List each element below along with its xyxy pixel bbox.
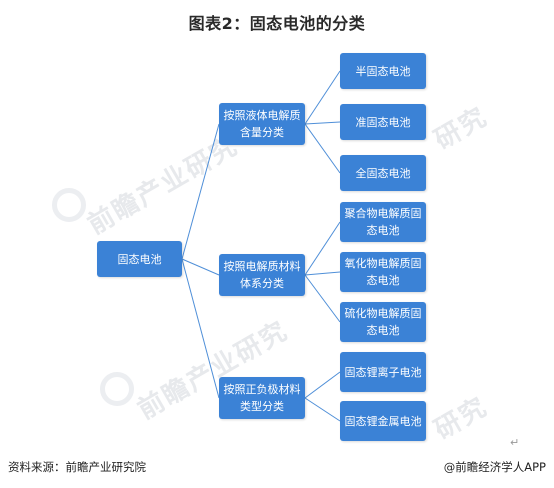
leaf-node-label: 聚合物电解质固态电池	[344, 207, 422, 237]
connector-line	[304, 121, 341, 125]
leaf-node: 半固态电池	[340, 53, 426, 89]
paragraph-mark-icon: ↵	[510, 436, 520, 449]
connector-line	[304, 371, 341, 399]
connector-line	[304, 70, 341, 125]
connector-line	[304, 271, 341, 276]
root-node: 固态电池	[97, 241, 182, 277]
source-note: 资料来源：前瞻产业研究院	[8, 460, 146, 474]
leaf-node: 固态锂离子电池	[340, 352, 426, 392]
leaf-node-label: 固态锂金属电池	[344, 414, 422, 428]
connector-line	[304, 397, 341, 422]
branch-node-label: 按照正负极材料类型分类	[223, 383, 301, 413]
leaf-node-label: 准固态电池	[355, 115, 411, 129]
leaf-node: 硫化物电解质固态电池	[340, 302, 426, 342]
connector-line	[304, 123, 341, 174]
branch-node-label: 按照液体电解质含量分类	[223, 109, 301, 139]
connector-line	[181, 258, 220, 276]
leaf-node: 氧化物电解质固态电池	[340, 252, 426, 292]
connector-line	[181, 258, 220, 399]
leaf-node: 准固态电池	[340, 104, 426, 140]
branch-node-electrolyte-material: 按照电解质材料体系分类	[219, 254, 305, 296]
connector-line	[304, 274, 341, 323]
brand-credit: @前瞻经济学人APP	[443, 460, 546, 474]
leaf-node-label: 半固态电池	[355, 64, 411, 78]
diagram-title: 图表2：固态电池的分类	[188, 14, 366, 33]
branch-node-liquid-content: 按照液体电解质含量分类	[219, 103, 305, 145]
leaf-node-label: 氧化物电解质固态电池	[344, 257, 422, 287]
leaf-node: 固态锂金属电池	[340, 401, 426, 441]
watermark-logo-icon	[52, 188, 86, 222]
connector-line	[181, 123, 220, 260]
leaf-node: 聚合物电解质固态电池	[340, 202, 426, 242]
branch-node-electrode-material: 按照正负极材料类型分类	[219, 377, 305, 419]
leaf-node: 全固态电池	[340, 155, 426, 191]
root-node-label: 固态电池	[117, 252, 162, 266]
leaf-node-label: 全固态电池	[355, 166, 411, 180]
leaf-node-label: 固态锂离子电池	[344, 365, 422, 379]
branch-node-label: 按照电解质材料体系分类	[223, 260, 301, 290]
watermark-logo-icon	[100, 372, 134, 406]
leaf-node-label: 硫化物电解质固态电池	[344, 307, 422, 337]
connector-line	[304, 221, 341, 276]
